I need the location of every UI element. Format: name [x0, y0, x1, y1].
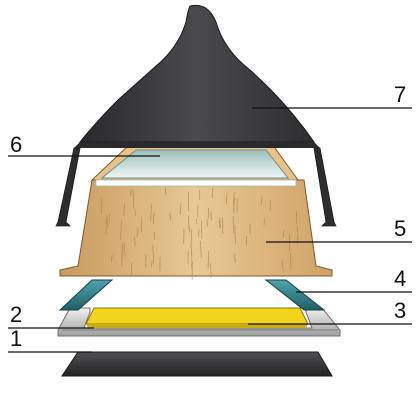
yellow-insert-layer	[85, 307, 309, 328]
wood-grain-stroke	[260, 196, 263, 206]
wood-grain-stroke	[150, 204, 152, 221]
wood-grain-stroke	[207, 250, 210, 269]
wood-grain-stroke	[123, 242, 126, 257]
wood-grain-stroke	[282, 230, 285, 238]
callout-1: 1	[10, 326, 22, 351]
wood-grain-stroke	[198, 229, 200, 238]
wood-grain-stroke	[145, 254, 147, 268]
wood-grain-stroke	[234, 253, 236, 264]
callout-5: 5	[394, 216, 406, 241]
callout-7: 7	[394, 82, 406, 107]
wood-grain-stroke	[179, 203, 182, 215]
wood-grain-stroke	[152, 245, 155, 264]
wood-grain-stroke	[130, 262, 133, 276]
callout-6: 6	[10, 132, 22, 157]
wood-grain-stroke	[123, 203, 125, 216]
wood-grain-stroke	[210, 211, 212, 220]
wood-grain-stroke	[225, 192, 228, 205]
wood-grain-stroke	[207, 207, 210, 219]
wood-grain-stroke	[233, 191, 235, 206]
wood-grain-stroke	[152, 213, 155, 225]
blue-runner-strips	[58, 279, 326, 311]
wood-grain-stroke	[206, 218, 209, 227]
wood-grain-stroke	[187, 215, 190, 230]
callout-2: 2	[10, 302, 22, 327]
wood-grain-stroke	[120, 220, 122, 241]
bottom-base-layer	[61, 351, 333, 377]
wood-grain-stroke	[233, 197, 235, 214]
wood-grain-stroke	[190, 229, 193, 248]
wood-grain-stroke	[232, 216, 234, 234]
wood-grain-stroke	[196, 218, 198, 225]
callout-4: 4	[394, 266, 406, 291]
wood-grain-stroke	[218, 220, 221, 228]
wooden-core-block	[59, 179, 333, 280]
wood-grain-stroke	[110, 254, 113, 262]
wood-grain-stroke	[219, 217, 221, 229]
wood-grain-stroke	[106, 214, 109, 228]
wood-grain-stroke	[200, 240, 202, 258]
wood-grain-stroke	[153, 231, 155, 240]
wood-grain-stroke	[140, 216, 143, 233]
wood-grain-stroke	[210, 263, 212, 279]
wood-grain-stroke	[134, 237, 136, 247]
wood-grain-stroke	[281, 259, 284, 272]
wood-grain-stroke	[136, 227, 139, 238]
wood-grain-stroke	[165, 188, 167, 196]
wood-grain-stroke	[132, 189, 135, 210]
wood-grain-stroke	[121, 242, 124, 261]
wood-grain-stroke	[169, 213, 172, 221]
callout-3: 3	[394, 298, 406, 323]
wood-grain-stroke	[263, 218, 265, 226]
glass-pane	[90, 143, 299, 187]
wood-grain-stroke	[130, 188, 132, 197]
